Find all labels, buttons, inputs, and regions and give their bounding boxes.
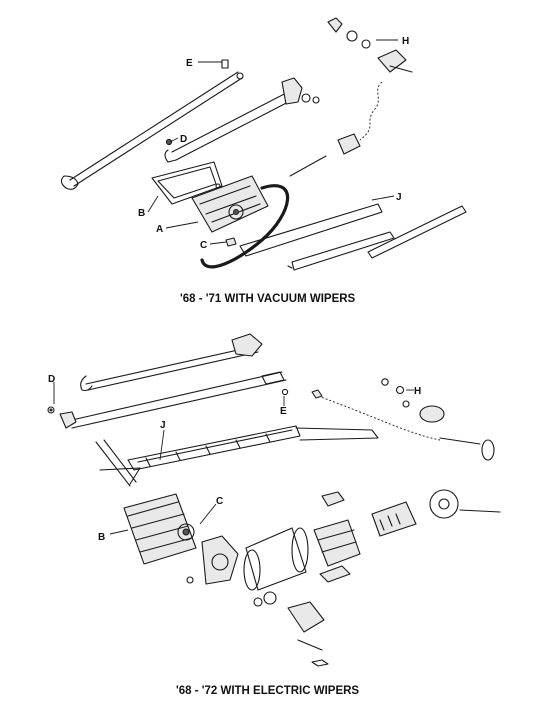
center-linkage-arm <box>164 77 320 163</box>
callout-b: B <box>138 208 145 219</box>
callout-a: A <box>156 224 163 235</box>
vacuum-hose <box>200 184 290 269</box>
electric-diagram-caption: '68 - '72 WITH ELECTRIC WIPERS <box>176 685 359 697</box>
part-d-washer <box>47 406 55 414</box>
part-e-clip <box>221 59 229 69</box>
motor-gasket <box>151 161 223 205</box>
part-c-fitting <box>225 237 237 247</box>
callout-e-electric: E <box>280 406 287 417</box>
callout-j: J <box>396 192 402 203</box>
callout-j-electric: J <box>160 420 166 431</box>
crank-link <box>95 439 137 487</box>
electric-wiper-blade <box>127 425 379 471</box>
vacuum-diagram-caption: '68 - '71 WITH VACUUM WIPERS <box>180 293 356 305</box>
callout-c: C <box>200 240 207 251</box>
callout-c-electric: C <box>216 496 223 507</box>
part-e-washer <box>281 388 289 396</box>
crank-arm <box>99 467 141 485</box>
callout-b-electric: B <box>98 532 105 543</box>
electric-linkage-rods <box>59 333 287 429</box>
callout-h: H <box>402 36 409 47</box>
callout-d: D <box>180 134 187 145</box>
gear-box <box>123 493 197 565</box>
electric-motor-assembly <box>201 489 501 591</box>
part-d-nut <box>165 138 173 146</box>
lower-hardware <box>186 576 329 667</box>
control-cable-assembly <box>289 17 413 177</box>
vacuum-wiper-diagram: E D B A C H J '68 - '71 WITH VACUUM WIPE… <box>60 17 467 305</box>
electric-wiper-diagram: D E J B C H '68 - '72 WITH ELECTRIC WIPE… <box>47 333 501 697</box>
callout-e: E <box>186 58 193 69</box>
callout-d-electric: D <box>48 374 55 385</box>
callout-h-electric: H <box>414 386 421 397</box>
vacuum-motor <box>191 175 269 233</box>
wiper-switch-assembly <box>311 378 495 461</box>
vacuum-wiper-blades <box>239 203 467 271</box>
left-linkage-arm <box>60 71 244 190</box>
